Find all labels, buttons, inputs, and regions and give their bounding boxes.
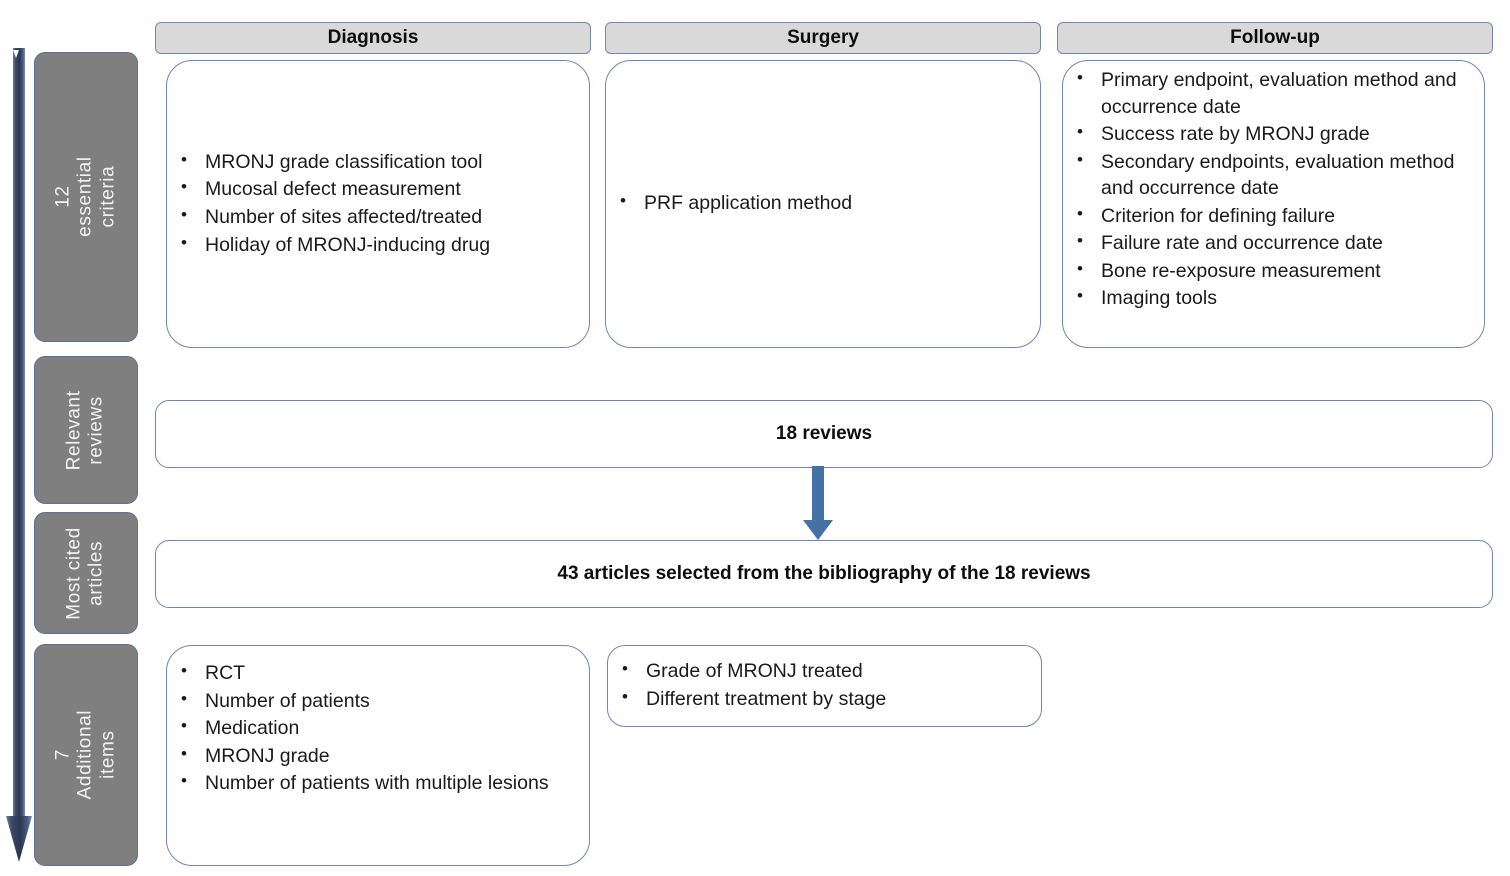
list-item: Number of patients (167, 687, 589, 715)
column-header-label: Follow-up (1230, 27, 1320, 48)
column-header-surgery: Surgery (605, 22, 1041, 54)
list-item: Different treatment by stage (608, 685, 1041, 713)
criteria-list-followup: Primary endpoint, evaluation method and … (1063, 66, 1484, 313)
additional-items-box-right: Grade of MRONJ treated Different treatme… (607, 645, 1042, 727)
list-item: Bone re-exposure measurement (1063, 257, 1484, 285)
list-item: Holiday of MRONJ-inducing drug (167, 231, 589, 259)
row-label-additional-items: 7 Additional items (34, 644, 138, 866)
row-label-text: Relevant reviews (63, 390, 107, 470)
list-item: Mucosal defect measurement (167, 176, 589, 203)
list-item: MRONJ grade classification tool (167, 148, 589, 176)
column-header-diagnosis: Diagnosis (155, 22, 591, 54)
additional-items-list-left: RCT Number of patients Medication MRONJ … (167, 659, 589, 798)
column-header-label: Surgery (787, 27, 859, 48)
list-item: Primary endpoint, evaluation method and … (1063, 66, 1484, 120)
connector-arrow-reviews-to-articles (798, 466, 838, 542)
list-item: Medication (167, 714, 589, 742)
list-item: MRONJ grade (167, 742, 589, 770)
articles-label: 43 articles selected from the bibliograp… (557, 563, 1091, 584)
column-header-label: Diagnosis (327, 27, 419, 48)
articles-box: 43 articles selected from the bibliograp… (155, 540, 1493, 608)
list-item: Number of patients with multiple lesions (167, 769, 589, 797)
row-label-most-cited: Most cited articles (34, 512, 138, 634)
reviews-label: 18 reviews (775, 423, 873, 444)
additional-items-box-left: RCT Number of patients Medication MRONJ … (166, 645, 590, 866)
list-item: Number of sites affected/treated (167, 203, 589, 231)
criteria-list-diagnosis: MRONJ grade classification tool Mucosal … (167, 148, 589, 259)
list-item: Grade of MRONJ treated (608, 658, 1041, 685)
row-label-text: 12 essential criteria (52, 156, 119, 238)
list-item: Secondary endpoints, evaluation method a… (1063, 148, 1484, 202)
master-flow-arrow (5, 48, 37, 866)
criteria-box-surgery: PRF application method (605, 60, 1041, 348)
row-label-essential-criteria: 12 essential criteria (34, 52, 138, 342)
down-arrow-icon (803, 466, 833, 540)
list-item: RCT (167, 659, 589, 687)
row-label-text: 7 Additional items (52, 710, 119, 800)
criteria-box-diagnosis: MRONJ grade classification tool Mucosal … (166, 60, 590, 348)
list-item: Criterion for defining failure (1063, 202, 1484, 230)
criteria-box-followup: Primary endpoint, evaluation method and … (1062, 60, 1485, 348)
row-label-relevant-reviews: Relevant reviews (34, 356, 138, 504)
row-label-text: Most cited articles (63, 526, 107, 620)
reviews-box: 18 reviews (155, 400, 1493, 468)
column-header-followup: Follow-up (1057, 22, 1493, 54)
additional-items-list-right: Grade of MRONJ treated Different treatme… (608, 658, 1041, 713)
list-item: PRF application method (606, 189, 1040, 217)
list-item: Success rate by MRONJ grade (1063, 120, 1484, 148)
criteria-list-surgery: PRF application method (606, 189, 1040, 218)
down-arrow-icon (6, 48, 32, 862)
list-item: Failure rate and occurrence date (1063, 229, 1484, 257)
list-item: Imaging tools (1063, 284, 1484, 312)
